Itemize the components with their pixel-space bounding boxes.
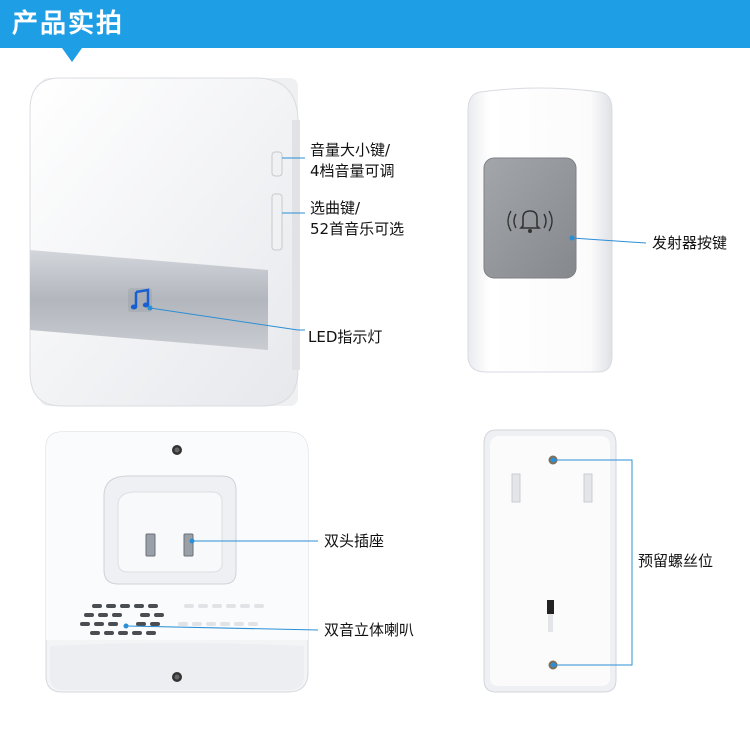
transmitter-button <box>483 157 577 279</box>
song-select-button <box>271 193 283 251</box>
volume-button <box>271 151 283 177</box>
callout-bracket-screws <box>553 459 633 666</box>
song-label-line1: 选曲键/ <box>310 199 361 217</box>
header-bar: 产品实拍 <box>0 0 750 48</box>
volume-label-line1: 音量大小键/ <box>310 141 391 159</box>
volume-label-line2: 4档音量可调 <box>310 162 395 180</box>
stereo-speaker-label: 双音立体喇叭 <box>324 621 415 639</box>
callout-lines-front <box>149 157 305 331</box>
song-label-line2: 52首音乐可选 <box>310 220 405 238</box>
bell-icon <box>507 210 553 233</box>
callout-line-transmitter <box>569 235 647 244</box>
header-notch <box>62 48 82 62</box>
music-note-icon <box>128 288 152 312</box>
transmitter-button-label: 发射器按键 <box>652 234 728 252</box>
dual-plug-label: 双头插座 <box>324 532 385 550</box>
page-title: 产品实拍 <box>12 9 125 39</box>
volume-label: 音量大小键/ 4档音量可调 <box>310 140 395 182</box>
led-label: LED指示灯 <box>308 328 383 346</box>
transmitter-front <box>467 87 613 373</box>
plug-prong-left <box>145 533 156 557</box>
transmitter-back <box>483 429 617 693</box>
song-label: 选曲键/ 52首音乐可选 <box>310 198 404 240</box>
receiver-front <box>29 77 300 407</box>
speaker-grille <box>80 604 164 635</box>
callout-lines-back <box>125 540 319 631</box>
plug-prong-right <box>183 533 194 557</box>
screw-holes-label: 预留螺丝位 <box>638 552 714 570</box>
receiver-back <box>45 431 309 693</box>
